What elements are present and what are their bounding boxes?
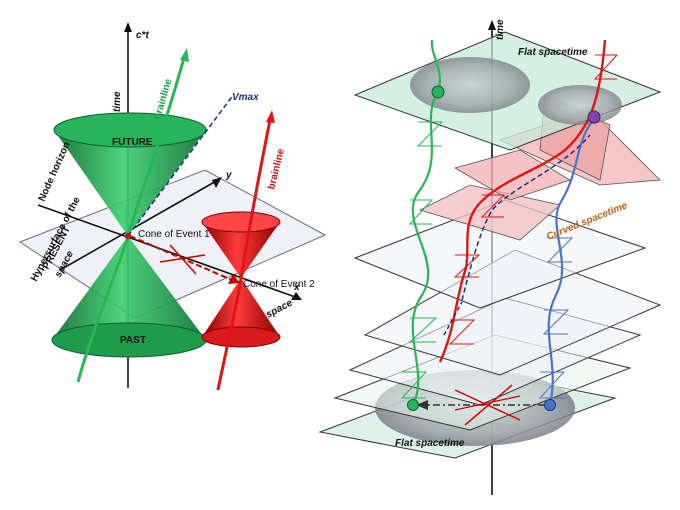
green-point-top	[431, 85, 445, 99]
flat-spacetime-top-label: Flat spacetime	[518, 47, 588, 58]
time-axis-arrow	[124, 22, 132, 32]
dark-dashed-arrow	[443, 301, 463, 336]
axis-ct-label: c*t	[136, 30, 149, 41]
bottom-cross-b	[464, 384, 513, 426]
right-time-axis-arrow	[488, 20, 496, 30]
dark-dashed-trace	[461, 134, 591, 301]
event-cross-b	[169, 244, 197, 275]
top-terrain-right	[538, 85, 622, 125]
future-cone	[54, 130, 206, 236]
future-label: FUTURE	[112, 137, 153, 148]
vmax-line	[127, 93, 235, 237]
node-horizon-label: Node horizon	[37, 140, 73, 203]
y-axis	[59, 179, 219, 271]
flat-spacetime-bottom-label: Flat spacetime	[395, 438, 465, 449]
past-label: PAST	[120, 335, 146, 346]
worldline-small-cones	[400, 54, 619, 399]
future-cone-rim	[53, 112, 207, 148]
blue-worldline	[547, 117, 596, 406]
red-brainline	[216, 119, 272, 391]
right-axis-time-label: time	[495, 19, 506, 40]
red-brainline-label: brainline	[266, 147, 287, 191]
axis-x-label: x	[293, 282, 300, 293]
axis-time-label: time	[112, 91, 123, 112]
vmax-label: Vmax	[232, 92, 259, 103]
right-spacetime-slices: time Flat spacetime Curved spacetime Fla…	[318, 19, 662, 495]
bottom-cross-c	[454, 395, 521, 411]
event2-past-cone	[202, 278, 280, 337]
green-point-bottom	[407, 399, 419, 411]
event-1-point	[125, 233, 131, 239]
cone-event-1-label: Cone of Event 1	[138, 229, 210, 240]
y-axis-arrow	[212, 177, 222, 188]
past-cone	[52, 236, 206, 340]
event-link-arrowhead	[228, 274, 240, 284]
blue-point-bottom	[544, 399, 556, 411]
red-worldline	[438, 39, 607, 363]
event2-future-cone	[202, 222, 280, 278]
left-light-cone-diagram: time c*t y x space Vmax brainline brainl…	[18, 22, 327, 391]
red-brainline-arrow	[266, 110, 275, 123]
green-brainline-arrow	[180, 48, 189, 62]
cone-event-2-label: Cone of Event 2	[243, 279, 315, 290]
purple-point-top	[587, 110, 601, 124]
event2-future-rim	[201, 211, 281, 233]
top-terrain-left	[410, 57, 530, 113]
x-axis-arrow	[291, 292, 302, 300]
bottom-link-arrowhead	[416, 400, 428, 410]
event2-past-rim	[201, 326, 281, 348]
axis-y-label: y	[225, 170, 232, 181]
axis-space-label: space	[264, 297, 295, 320]
